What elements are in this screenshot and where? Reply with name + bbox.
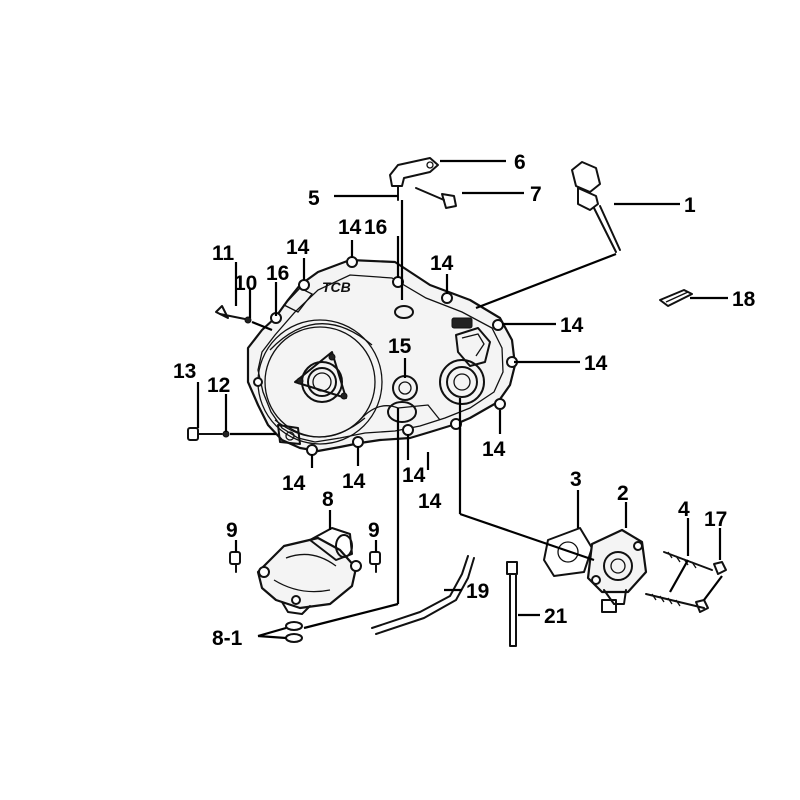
callout-14-bottom-b: 14 <box>402 464 426 487</box>
nut-part <box>695 561 727 613</box>
cover-logo: TCB <box>322 279 351 295</box>
callout-1: 1 <box>684 194 696 217</box>
callout-17: 17 <box>704 508 727 531</box>
callout-9-left: 9 <box>226 519 238 542</box>
callout-18: 18 <box>732 288 756 311</box>
callout-labels: 1 2 3 4 5 6 7 8 8-1 9 9 10 11 12 13 14 1… <box>173 151 756 650</box>
callout-14-bottom-left: 14 <box>282 472 306 495</box>
callout-15: 15 <box>388 335 412 358</box>
callout-10: 10 <box>234 272 257 295</box>
o-ring-part <box>285 621 303 643</box>
callout-7: 7 <box>530 183 542 206</box>
callout-16-top: 16 <box>364 216 387 239</box>
callout-14-top: 14 <box>338 216 362 239</box>
callout-11: 11 <box>212 242 235 265</box>
callout-5: 5 <box>308 187 320 210</box>
callout-4: 4 <box>678 498 690 521</box>
callout-14-bottom-c: 14 <box>342 470 366 493</box>
callout-6: 6 <box>514 151 526 174</box>
callout-2: 2 <box>617 482 629 505</box>
callout-14-right: 14 <box>584 352 608 375</box>
callout-9-right: 9 <box>368 519 380 542</box>
callout-12: 12 <box>207 374 230 397</box>
callout-3: 3 <box>570 468 582 491</box>
bolt-part-13 <box>187 427 230 441</box>
crankcase-cover: TCB <box>246 256 518 456</box>
pump-bolt-left <box>229 551 241 573</box>
callout-16-left: 16 <box>266 262 289 285</box>
callout-8: 8 <box>322 488 334 511</box>
callout-13: 13 <box>173 360 196 383</box>
dipstick-part <box>571 161 621 253</box>
callout-8-1: 8-1 <box>212 627 243 650</box>
gasket-part <box>543 527 593 577</box>
pin-part-18 <box>659 289 693 307</box>
callout-14-top-right: 14 <box>430 252 454 275</box>
leader-lines <box>196 159 728 640</box>
pump-bolt-right <box>369 551 381 573</box>
hose-part <box>371 555 475 635</box>
callout-19: 19 <box>466 580 489 603</box>
bolt-part-11 <box>215 305 252 324</box>
callout-14-right-upper: 14 <box>560 314 584 337</box>
cable-tie-part <box>506 561 518 647</box>
water-pump-part <box>256 527 362 615</box>
bolt-part-7 <box>415 187 457 209</box>
bracket-part <box>389 157 439 201</box>
callout-14-bottom-a: 14 <box>418 490 442 513</box>
callout-14-top-left: 14 <box>286 236 310 259</box>
thermostat-housing-part <box>586 528 648 613</box>
callout-14-lower-right: 14 <box>482 438 506 461</box>
callout-21: 21 <box>544 605 568 628</box>
